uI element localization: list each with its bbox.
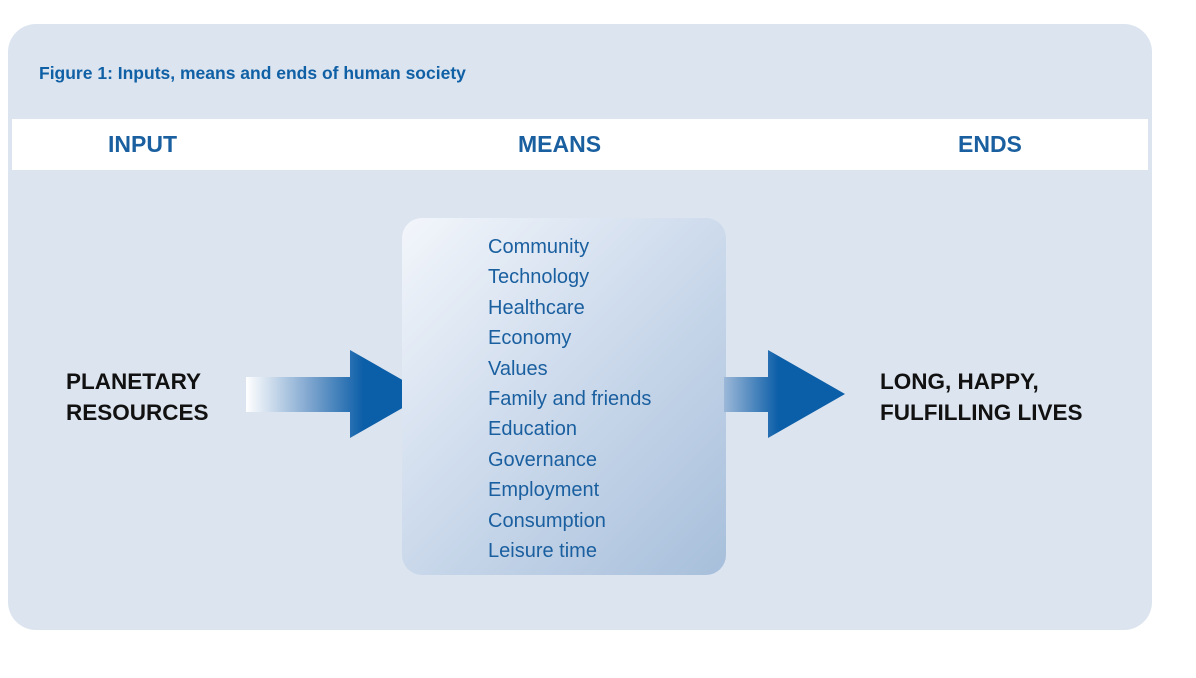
means-item-family-and-friends: Family and friends [488, 387, 652, 410]
means-item-leisure-time: Leisure time [488, 539, 597, 562]
input-label-line-2: RESOURCES [66, 400, 209, 425]
means-box: Community Technology Healthcare Economy … [402, 218, 726, 575]
means-item-community: Community [488, 236, 590, 258]
figure-title: Figure 1: Inputs, means and ends of huma… [39, 63, 466, 83]
means-item-economy: Economy [488, 327, 572, 350]
means-item-technology: Technology [488, 266, 590, 289]
means-item-healthcare: Healthcare [488, 296, 585, 319]
means-to-ends-arrow [724, 350, 845, 438]
input-label: PLANETARY RESOURCES [66, 366, 209, 428]
column-header-band: INPUT MEANS ENDS [12, 119, 1148, 170]
column-header-input: INPUT [108, 131, 177, 157]
column-header-means: MEANS [518, 131, 602, 157]
figure-panel: Figure 1: Inputs, means and ends of huma… [8, 24, 1152, 630]
means-list: Community Technology Healthcare Economy … [488, 232, 651, 566]
column-header-ends: ENDS [958, 131, 1022, 157]
means-item-consumption: Consumption [488, 509, 606, 532]
input-label-line-1: PLANETARY [66, 369, 201, 394]
means-item-employment: Employment [488, 479, 600, 502]
ends-label-line-2: FULFILLING LIVES [880, 400, 1083, 425]
means-item-education: Education [488, 418, 577, 441]
ends-label: LONG, HAPPY, FULFILLING LIVES [880, 366, 1083, 428]
means-item-governance: Governance [488, 448, 597, 471]
ends-label-line-1: LONG, HAPPY, [880, 369, 1039, 394]
means-item-values: Values [488, 357, 548, 380]
input-to-means-arrow [246, 350, 427, 438]
